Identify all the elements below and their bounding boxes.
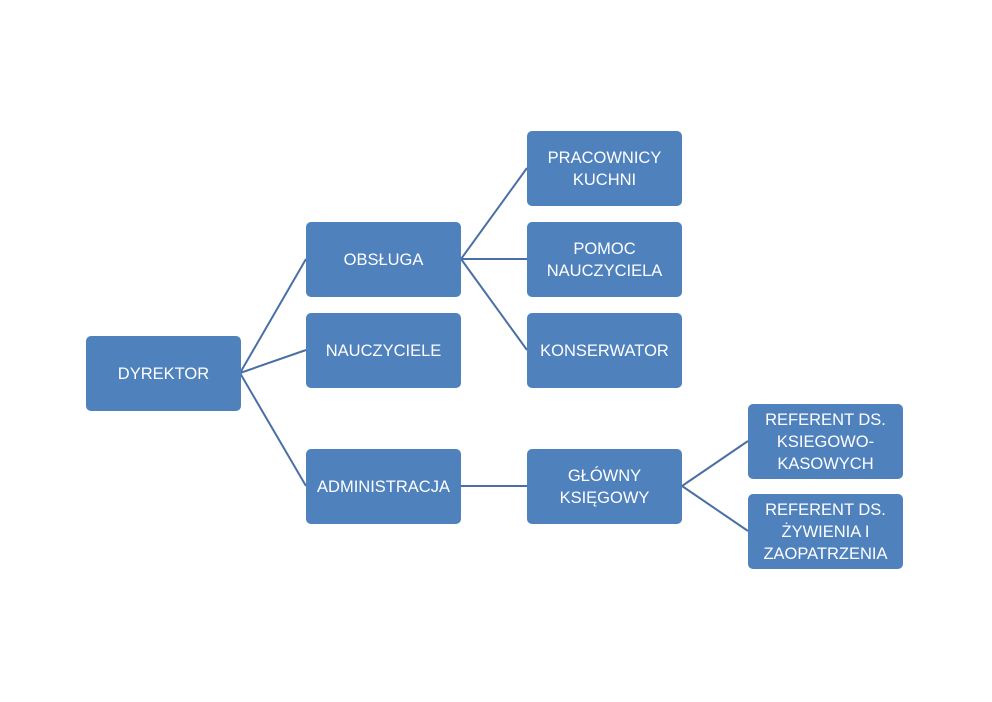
node-obsluga: OBSŁUGA [306,222,461,297]
connector-dyrektor-obsluga [239,258,307,374]
node-label: ADMINISTRACJA [317,477,450,496]
node-label: OBSŁUGA [343,250,424,269]
node-konserwator: KONSERWATOR [527,313,682,388]
connector-obsluga-konserwator [460,258,528,351]
connector-obsluga-kuchnia [460,167,528,260]
node-dyrektor: DYREKTOR [86,336,241,411]
node-label: DYREKTOR [117,364,210,383]
node-label: REFERENT DS. ŻYWIENIA I ZAOPATRZENIA [763,500,888,563]
node-label: NAUCZYCIELE [325,341,442,360]
node-pomoc-nauczyciela: POMOC NAUCZYCIELA [527,222,682,297]
node-label: REFERENT DS. KSIEGOWO- KASOWYCH [765,410,886,473]
connector-ksiegowy-referent1 [681,440,749,487]
node-administracja: ADMINISTRACJA [306,449,461,524]
node-pracownicy-kuchni: PRACOWNICY KUCHNI [527,131,682,206]
node-label: POMOC NAUCZYCIELA [546,239,663,280]
node-glowny-ksiegowy: GŁÓWNY KSIĘGOWY [527,449,682,524]
node-label: KONSERWATOR [540,341,669,360]
node-label: PRACOWNICY KUCHNI [547,148,662,189]
node-referent-ksiegowo-kasowych: REFERENT DS. KSIEGOWO- KASOWYCH [748,404,903,479]
connector-dyrektor-administracja [239,372,307,487]
connector-ksiegowy-referent2 [681,485,749,532]
connector-dyrektor-nauczyciele [239,349,307,374]
node-label: GŁÓWNY KSIĘGOWY [559,466,650,507]
node-referent-zywienia: REFERENT DS. ŻYWIENIA I ZAOPATRZENIA [748,494,903,569]
node-nauczyciele: NAUCZYCIELE [306,313,461,388]
